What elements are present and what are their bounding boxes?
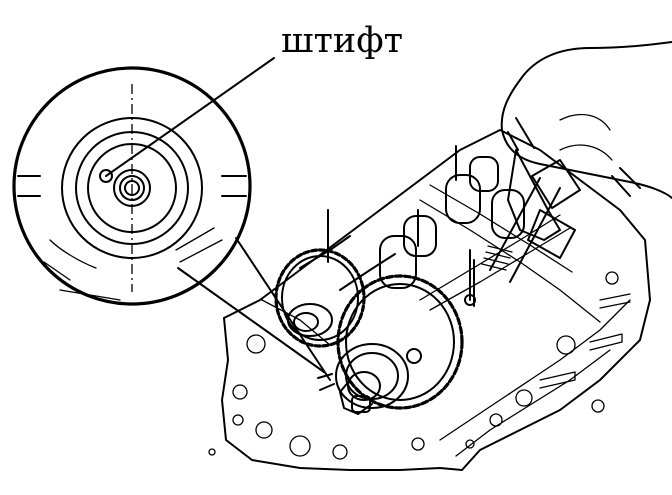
- camshaft-assembly: [299, 145, 581, 311]
- callout-label-pin: штифт: [281, 21, 403, 61]
- camshaft-sprocket: [317, 274, 464, 415]
- dowel-pin: [406, 348, 422, 364]
- cylinder-head: [208, 129, 651, 471]
- hand: [500, 41, 672, 199]
- magnified-inset: [12, 66, 331, 381]
- wrench: [489, 117, 561, 283]
- dowel-pin-inset: [99, 169, 113, 183]
- intake-camshaft-sprocket: [274, 248, 366, 348]
- callout-leader-line: [105, 57, 275, 177]
